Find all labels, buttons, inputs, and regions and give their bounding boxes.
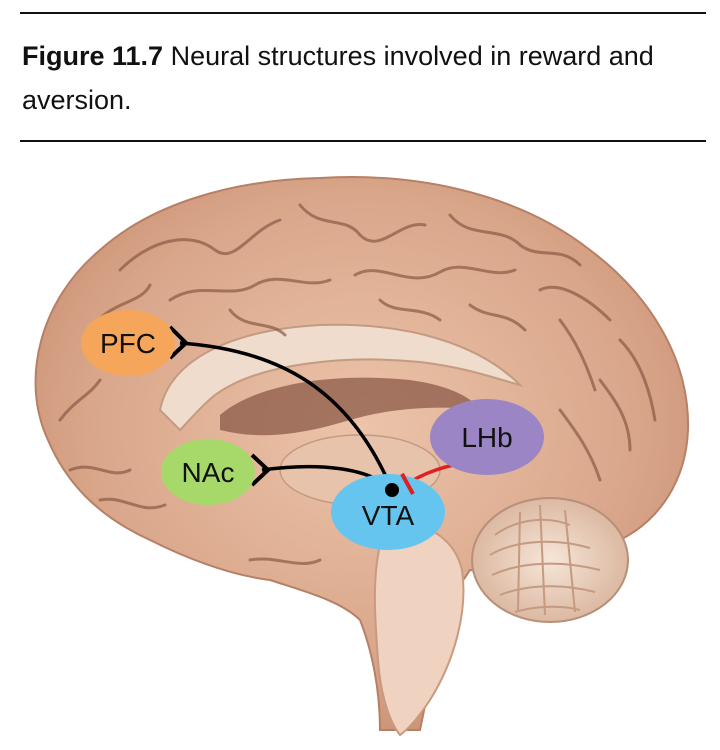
cerebellum-folia [489, 504, 601, 616]
figure-caption: Figure 11.7 Neural structures involved i… [22, 34, 712, 122]
corpus-callosum [158, 323, 524, 432]
pfc-ellipse [81, 310, 175, 376]
pfc-to-vta-pathway [179, 341, 394, 491]
figure-caption-text: Neural structures involved in reward and… [22, 41, 654, 115]
nac-excitatory-terminal [250, 453, 271, 487]
pfc-excitatory-terminal [168, 325, 189, 360]
node-vta: VTA [331, 474, 445, 550]
lhb-label: LHb [461, 422, 512, 453]
node-pfc: PFC [81, 310, 175, 376]
cerebellum-shape [471, 497, 629, 623]
vta-convergence-point [385, 483, 399, 497]
lhb-ellipse [430, 399, 544, 475]
brainstem-shape [373, 518, 465, 737]
bottom-rule [20, 140, 706, 142]
vta-inhibitory-bar [400, 473, 415, 495]
brain-image [34, 176, 690, 737]
nac-ellipse [161, 439, 255, 505]
vta-ellipse [331, 474, 445, 550]
top-rule [20, 12, 706, 14]
node-nac: NAc [161, 439, 255, 505]
vta-label: VTA [362, 500, 415, 531]
nac-label: NAc [182, 457, 235, 488]
node-lhb: LHb [430, 399, 544, 475]
lateral-ventricle [220, 377, 480, 436]
pfc-label: PFC [100, 328, 156, 359]
figure-label: Figure 11.7 [22, 41, 164, 71]
